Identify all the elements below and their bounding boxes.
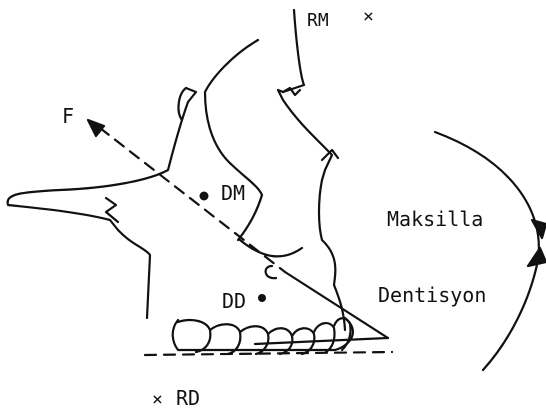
label-f: F	[62, 104, 74, 128]
rotation-center-hook	[266, 266, 276, 278]
label-rd: RD	[176, 386, 200, 410]
occlusal-plane-line	[145, 352, 392, 355]
force-vector-line	[100, 128, 285, 272]
label-rm: RM	[307, 10, 329, 31]
orbit-contour	[205, 40, 262, 240]
tooth-6	[314, 323, 335, 352]
nasal-suture	[283, 88, 300, 95]
tooth-7	[334, 318, 351, 350]
skull-profile-outline	[278, 10, 345, 330]
rotation-arc-arrowhead-lower	[528, 248, 546, 266]
label-maksilla: Maksilla	[387, 207, 483, 231]
rotation-arc	[435, 132, 539, 370]
label-dm: DM	[221, 181, 245, 205]
inner-facial-contour	[240, 240, 302, 256]
dd-point	[258, 294, 266, 302]
force-vector-arrowhead	[88, 120, 104, 136]
dm-point	[200, 192, 209, 201]
tooth-1	[178, 320, 210, 352]
rm-cross-marker: ×	[363, 6, 374, 27]
label-dd: DD	[222, 289, 246, 313]
zygomatic-arch-top	[179, 88, 186, 120]
zygomatic-process	[8, 88, 196, 318]
rd-cross-marker: ×	[152, 389, 163, 410]
label-dentisyon: Dentisyon	[378, 283, 486, 307]
maxilla-rotation-line-lower	[255, 338, 388, 344]
